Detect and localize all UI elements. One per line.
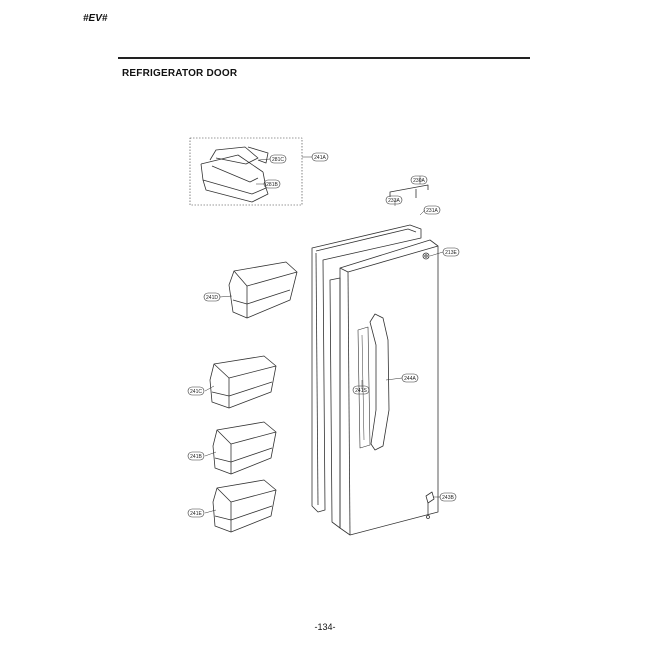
header-rule	[118, 57, 530, 59]
door-bin-3	[212, 421, 277, 475]
callout-230a: 230A	[410, 175, 428, 185]
callout-281c: 281C	[269, 154, 287, 164]
document-code: #EV#	[83, 13, 108, 24]
callout-label: 241E	[190, 511, 202, 517]
callout-label: 241C	[190, 389, 202, 395]
callout-241c: 241C	[187, 386, 205, 396]
callout-label: 241D	[206, 295, 218, 301]
callout-241a: 241A	[311, 152, 329, 162]
callout-label: 241A	[314, 155, 326, 161]
door-bin-1	[228, 261, 298, 319]
callout-label: 230A	[413, 178, 425, 184]
door-gasket	[311, 224, 422, 513]
upper-shelf-assembly	[200, 146, 269, 203]
callout-213e: 213E	[442, 247, 460, 257]
section-title: REFRIGERATOR DOOR	[122, 68, 238, 79]
callout-label: 243B	[442, 495, 454, 501]
leader-lines	[204, 156, 444, 514]
callout-244a: 244A	[401, 373, 419, 383]
bracket-line	[389, 184, 429, 197]
lower-hinge-pin	[425, 491, 435, 519]
callout-241b: 241B	[187, 451, 205, 461]
inset-box	[189, 137, 303, 206]
callout-241s: 241S	[352, 385, 370, 395]
callout-label: 241S	[355, 388, 367, 394]
callout-label: 281B	[266, 182, 278, 188]
door-handle	[357, 313, 390, 451]
hinge-screw-top	[422, 252, 430, 260]
callout-243b: 243B	[439, 492, 457, 502]
callout-233a: 233A	[385, 195, 403, 205]
callout-241d: 241D	[203, 292, 221, 302]
callout-label: 241B	[190, 454, 202, 460]
callout-label: 281C	[272, 157, 284, 163]
callout-label: 233A	[388, 198, 400, 204]
door-bin-4	[212, 479, 277, 533]
callout-label: 244A	[404, 376, 416, 382]
callout-281b: 281B	[263, 179, 281, 189]
callout-231a: 231A	[423, 205, 441, 215]
callout-241e: 241E	[187, 508, 205, 518]
page-number: -134-	[314, 622, 336, 632]
door-bin-2	[209, 355, 277, 409]
callout-label: 213E	[445, 250, 457, 256]
callout-label: 231A	[426, 208, 438, 214]
